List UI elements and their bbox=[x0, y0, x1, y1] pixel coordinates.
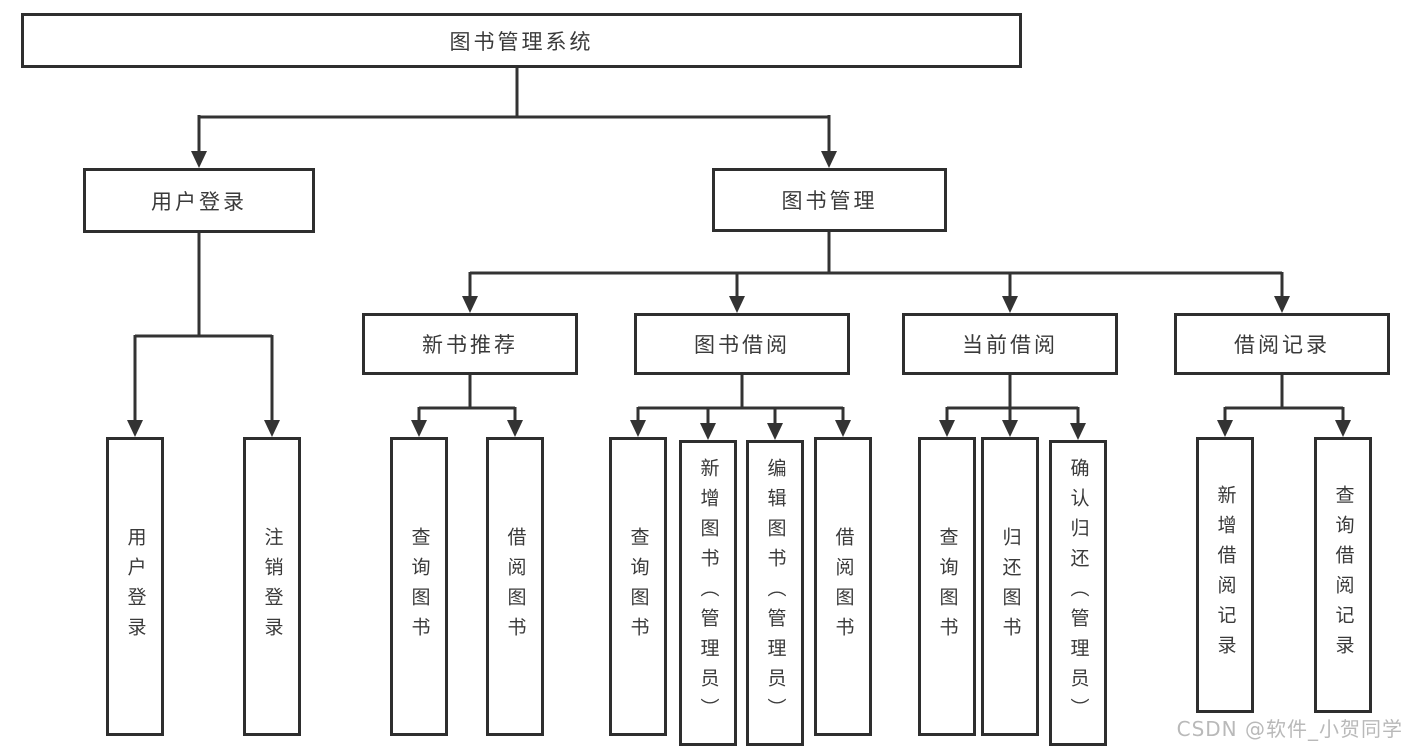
node-book-borrowing: 图书借阅 bbox=[634, 313, 850, 375]
node-user-login: 用户登录 bbox=[83, 168, 315, 233]
leaf-query-books-borrowing: 查询图书 bbox=[609, 437, 667, 736]
node-new-book-recommendation: 新书推荐 bbox=[362, 313, 578, 375]
node-current-borrowing: 当前借阅 bbox=[902, 313, 1118, 375]
leaf-add-book-admin: 新增图书（管理员） bbox=[679, 440, 737, 746]
node-borrowing-records: 借阅记录 bbox=[1174, 313, 1390, 375]
leaf-user-login: 用户登录 bbox=[106, 437, 164, 736]
leaf-query-books-current: 查询图书 bbox=[918, 437, 976, 736]
connector-segments bbox=[133, 68, 1345, 424]
leaf-query-borrow-record: 查询借阅记录 bbox=[1314, 437, 1372, 713]
node-library-management-system: 图书管理系统 bbox=[21, 13, 1022, 68]
leaf-add-borrow-record: 新增借阅记录 bbox=[1196, 437, 1254, 713]
arrowheads bbox=[127, 151, 1351, 440]
leaf-return-book: 归还图书 bbox=[981, 437, 1039, 736]
leaf-query-books-recommend: 查询图书 bbox=[390, 437, 448, 736]
leaf-logout: 注销登录 bbox=[243, 437, 301, 736]
watermark: CSDN @软件_小贺同学 bbox=[1176, 717, 1403, 741]
leaf-confirm-return-admin: 确认归还（管理员） bbox=[1049, 440, 1107, 746]
leaf-borrow-books-recommend: 借阅图书 bbox=[486, 437, 544, 736]
node-book-management: 图书管理 bbox=[712, 168, 947, 232]
leaf-edit-book-admin: 编辑图书（管理员） bbox=[746, 440, 804, 746]
leaf-borrow-books-borrowing: 借阅图书 bbox=[814, 437, 872, 736]
